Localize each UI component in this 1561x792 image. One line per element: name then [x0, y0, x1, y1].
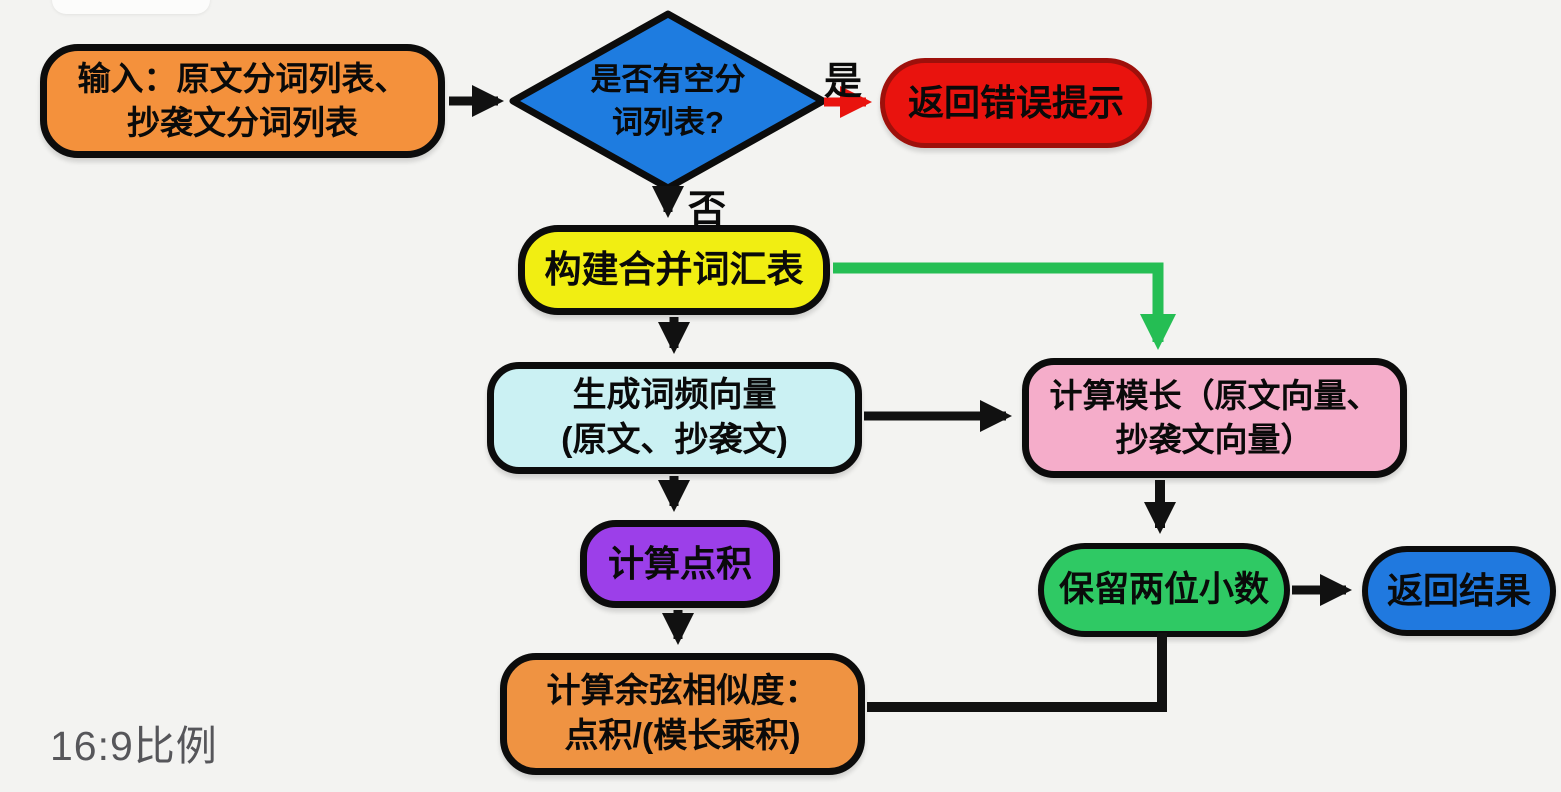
node-term-frequency-vector: 生成词频向量 (原文、抄袭文) [487, 362, 862, 474]
node-build-vocab-label: 构建合并词汇表 [544, 248, 804, 290]
edge-label-yes: 是 [824, 61, 863, 103]
node-compute-magnitude-line2: 抄袭文向量） [1115, 421, 1314, 458]
node-build-vocab: 构建合并词汇表 [518, 225, 830, 315]
arrow-vocab-to-magnitude [833, 262, 1176, 350]
faint-window-shape [52, 0, 210, 14]
node-empty-check-line1: 是否有空分 [590, 61, 746, 97]
node-cosine-similarity-line1: 计算余弦相似度： [546, 672, 819, 711]
node-compute-magnitude-line1: 计算模长（原文向量、 [1049, 377, 1380, 415]
node-return-error-label: 返回错误提示 [907, 82, 1124, 124]
node-dot-product: 计算点积 [580, 520, 780, 608]
node-term-frequency-vector-line2: (原文、抄袭文) [561, 421, 788, 459]
node-empty-check: 是否有空分 词列表? [520, 48, 816, 154]
connector-cosine-to-round [867, 633, 1167, 712]
aspect-ratio-caption: 16:9比例 [50, 723, 218, 769]
edge-label-no: 否 [688, 189, 727, 231]
node-input-line2: 抄袭文分词列表 [127, 104, 358, 141]
node-return-result-label: 返回结果 [1386, 570, 1531, 612]
node-return-result: 返回结果 [1362, 546, 1556, 636]
node-compute-magnitude: 计算模长（原文向量、 抄袭文向量） [1022, 358, 1407, 478]
node-round-two-decimals: 保留两位小数 [1038, 543, 1290, 637]
node-input: 输入：原文分词列表、 抄袭文分词列表 [40, 44, 445, 158]
node-input-line1: 输入：原文分词列表、 [77, 60, 408, 98]
node-term-frequency-vector-line1: 生成词频向量 [572, 376, 777, 415]
node-dot-product-label: 计算点积 [607, 543, 752, 585]
node-empty-check-line2: 词列表? [612, 105, 724, 140]
node-cosine-similarity-line2: 点积/(模长乘积) [564, 717, 801, 755]
node-cosine-similarity: 计算余弦相似度： 点积/(模长乘积) [500, 653, 865, 775]
node-return-error: 返回错误提示 [880, 58, 1152, 148]
node-round-two-decimals-label: 保留两位小数 [1058, 569, 1269, 609]
